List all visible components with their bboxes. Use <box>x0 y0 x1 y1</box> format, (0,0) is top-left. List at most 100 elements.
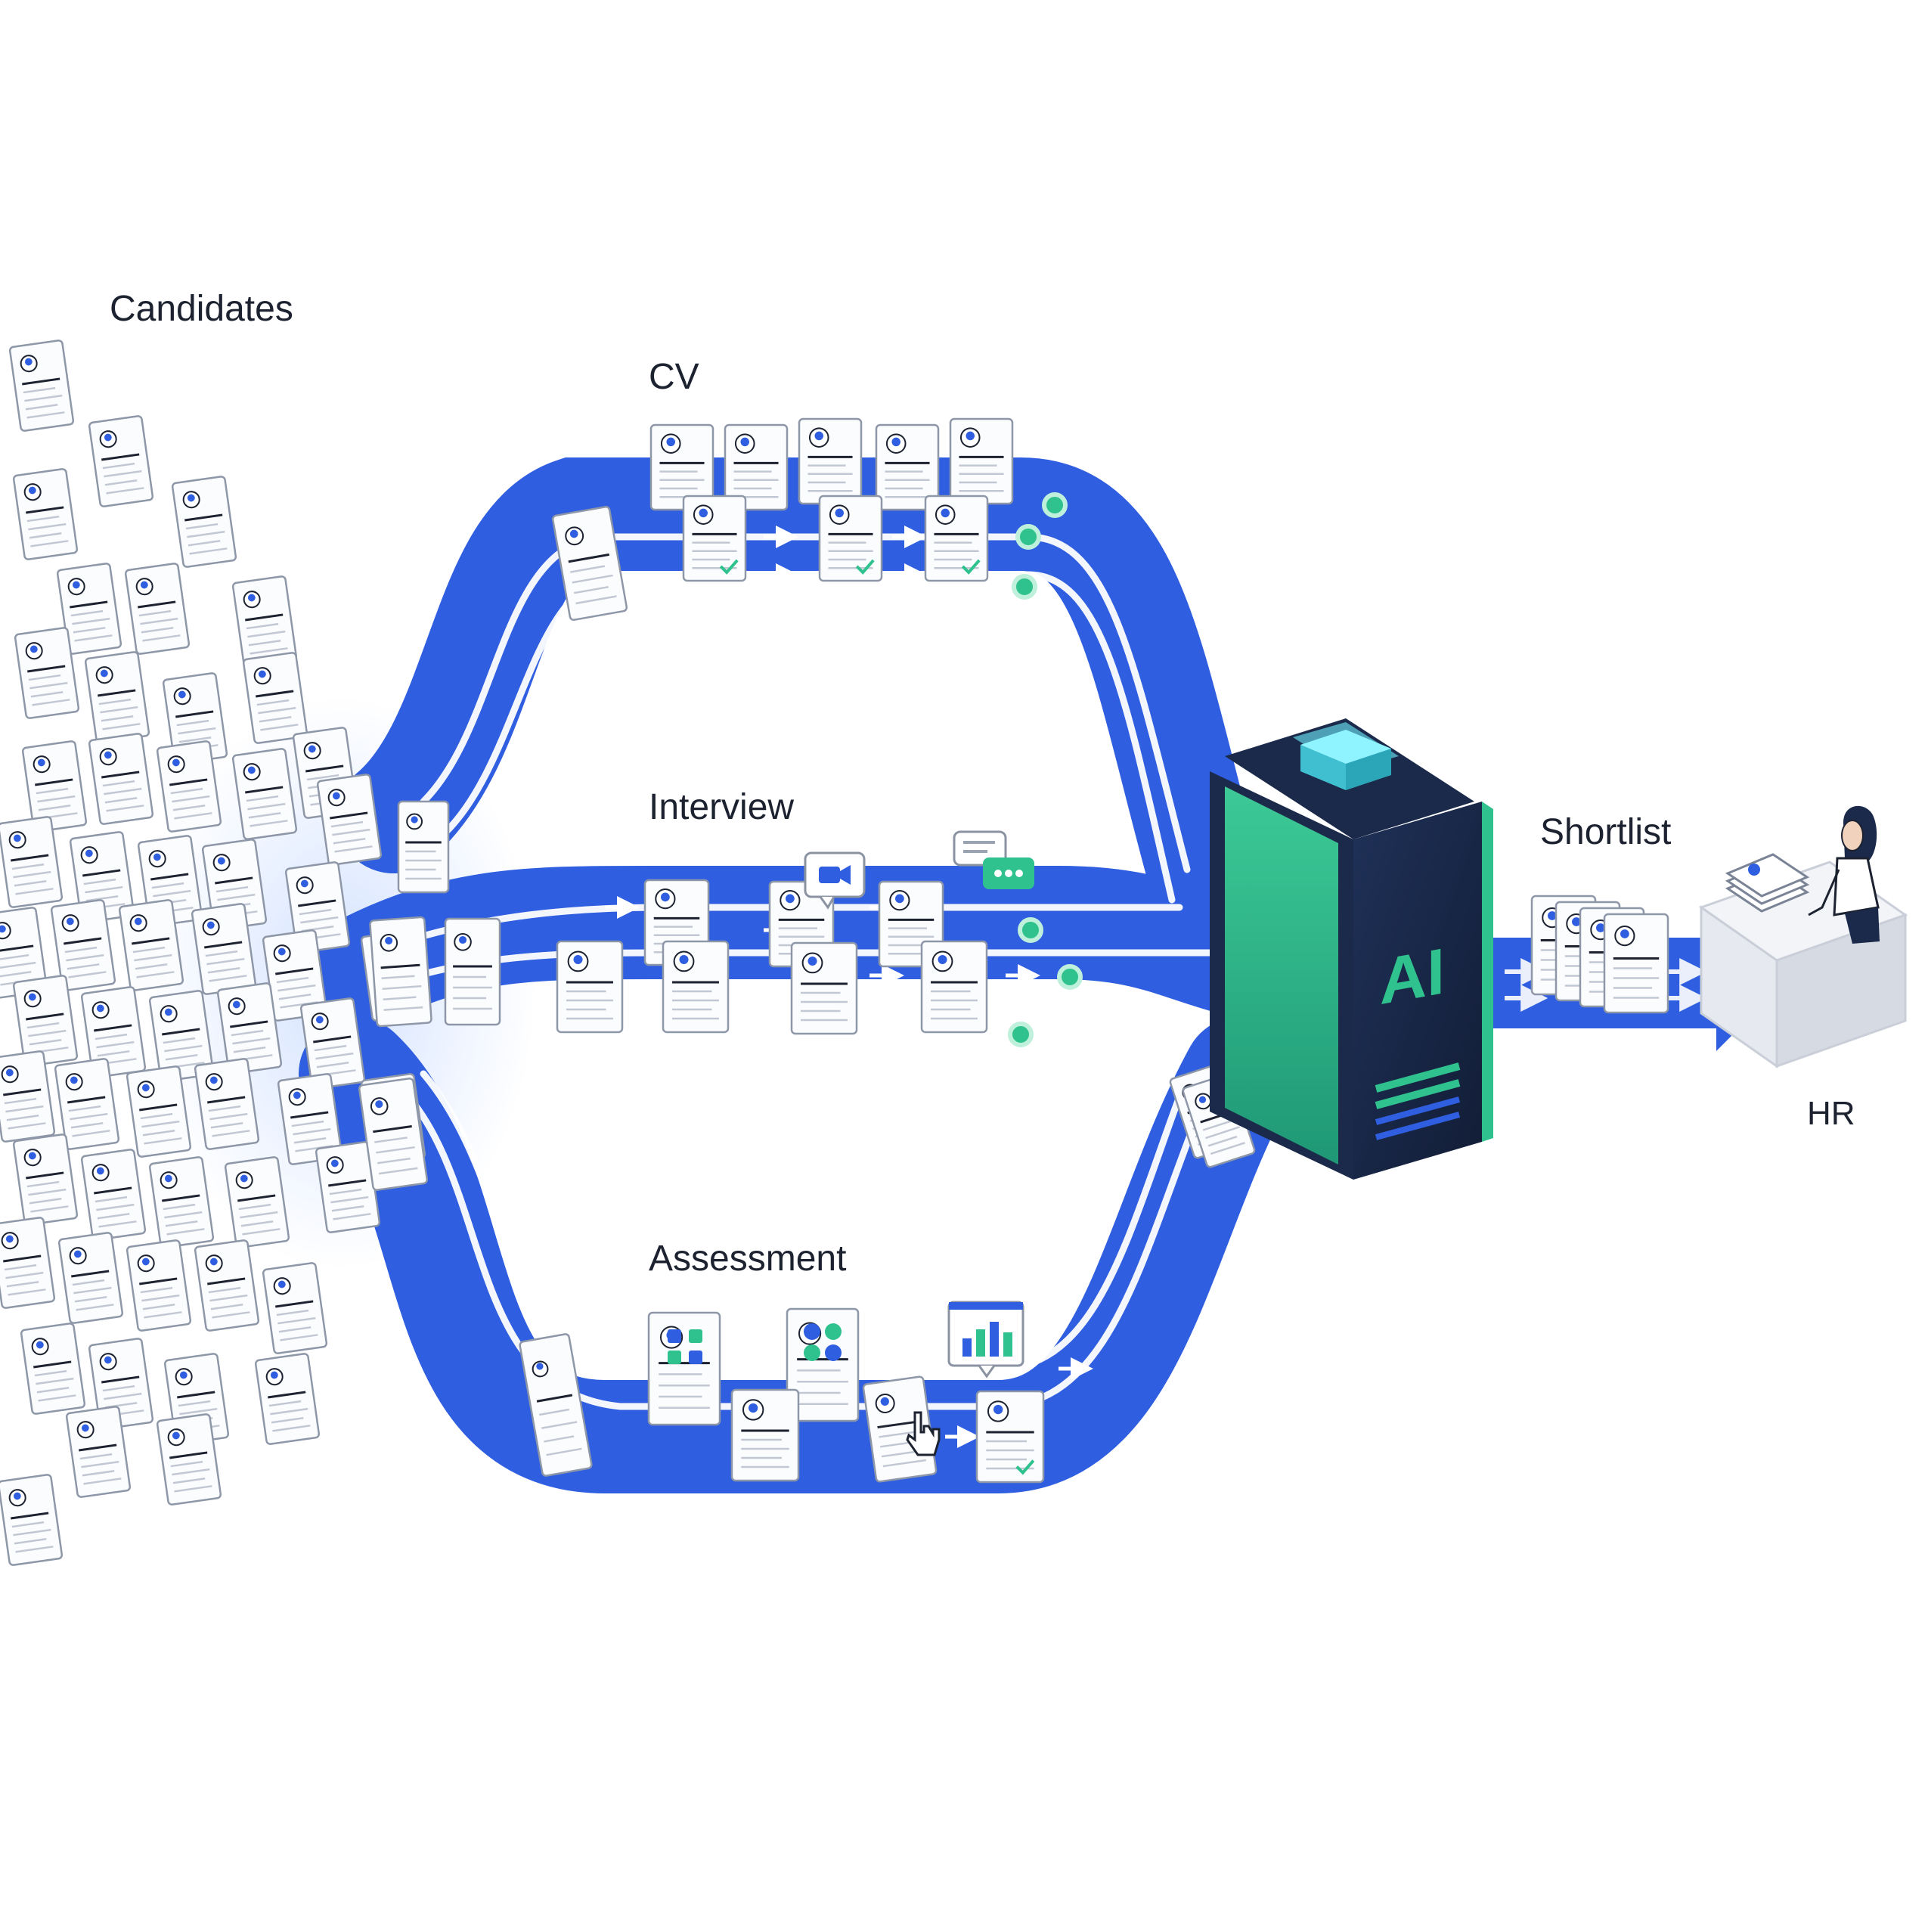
resume-icon <box>12 975 79 1067</box>
resume-icon <box>12 1133 79 1226</box>
resume-icon <box>649 423 714 511</box>
resume-icon <box>171 476 237 568</box>
chat-bubble-icon <box>953 830 1034 889</box>
resume-icon <box>88 415 154 507</box>
resume-icon <box>0 1217 56 1309</box>
resume-icon <box>724 423 789 511</box>
resume-icon <box>156 740 222 833</box>
resume-icon <box>556 940 624 1034</box>
resume-icon <box>254 1353 321 1445</box>
resume-icon <box>231 575 298 668</box>
resume-icon <box>818 495 883 582</box>
resume-icon <box>69 831 135 923</box>
resume-icon <box>316 774 383 866</box>
resume-icon <box>277 1073 343 1165</box>
resume-icon <box>519 1333 593 1477</box>
resume-icon <box>50 899 116 991</box>
resume-icon <box>662 940 730 1034</box>
stage-labels: Candidates CV Interview Assessment Short… <box>110 289 1855 1279</box>
resume-icon <box>88 733 154 825</box>
resume-icon <box>231 748 298 840</box>
resume-icon <box>20 1323 86 1415</box>
resume-icon <box>57 1232 124 1324</box>
status-node <box>1018 917 1043 943</box>
resume-icon <box>0 907 48 999</box>
flowchart-icon <box>804 1323 842 1361</box>
resume-icon <box>194 1239 260 1332</box>
resume-icon <box>126 1065 192 1158</box>
resume-cards <box>0 340 1669 1566</box>
flowchart-icon <box>668 1329 702 1364</box>
resume-icon <box>682 495 747 582</box>
resume-icon <box>920 940 988 1034</box>
assessment-flow-band <box>299 1017 1297 1493</box>
status-node <box>1012 574 1037 600</box>
resume-icon <box>875 423 940 511</box>
resume-icon <box>148 990 215 1082</box>
resume-icon <box>551 506 628 621</box>
resume-icon <box>262 1262 328 1354</box>
resume-icon <box>124 563 191 655</box>
resume-icon <box>949 417 1014 505</box>
resume-icon <box>647 1311 721 1426</box>
cv-label: CV <box>649 357 699 397</box>
resume-icon <box>126 1239 192 1332</box>
assessment-icons <box>906 1301 1024 1456</box>
resume-icon <box>299 997 366 1090</box>
resume-icon <box>284 861 351 954</box>
resume-icon <box>148 1156 215 1248</box>
resume-icon <box>88 1338 154 1430</box>
resume-icon <box>242 652 308 744</box>
interview-icons <box>804 830 1034 910</box>
resume-icon <box>191 903 257 995</box>
status-node <box>1008 1022 1034 1047</box>
resume-icon <box>790 941 858 1035</box>
resume-icon <box>1603 913 1669 1014</box>
resume-icon <box>84 651 150 743</box>
hr-person-icon <box>1808 805 1880 944</box>
candidates-label: Candidates <box>110 289 293 329</box>
resume-icon <box>358 1078 428 1191</box>
resume-icon <box>162 672 228 764</box>
resume-icon <box>224 1156 290 1248</box>
resume-icon <box>0 1050 56 1143</box>
resume-icon <box>216 982 283 1075</box>
resume-icon <box>194 1058 260 1150</box>
shortlist-label: Shortlist <box>1540 812 1671 852</box>
resume-icon <box>8 340 75 432</box>
resume-icon <box>924 495 989 582</box>
status-node <box>1042 492 1068 518</box>
ai-label: AI <box>1380 935 1445 1019</box>
resume-icon <box>262 929 328 1022</box>
resume-icon <box>975 1390 1045 1484</box>
interview-label: Interview <box>649 787 794 827</box>
resume-stack <box>1725 853 1810 913</box>
resume-icon <box>444 917 501 1026</box>
resume-icon <box>12 468 79 560</box>
resume-icon <box>0 816 64 908</box>
bar-chart-icon <box>947 1301 1024 1378</box>
flow-bands <box>299 457 1297 1493</box>
status-node <box>1057 964 1083 990</box>
video-call-icon <box>804 851 866 910</box>
resume-icon <box>156 1413 222 1506</box>
resume-icon <box>786 1307 860 1422</box>
resume-icon <box>21 740 88 833</box>
resume-icon <box>0 1474 64 1566</box>
cursor-hand-icon <box>906 1411 941 1456</box>
resume-icon <box>730 1388 800 1482</box>
resume-icon <box>80 986 147 1078</box>
resume-icon <box>315 1141 381 1233</box>
cv-flow-band <box>336 457 1266 949</box>
resume-icon <box>397 800 450 894</box>
ai-server: AI <box>1210 718 1493 1180</box>
resume-icon <box>65 1406 132 1498</box>
resume-icon <box>54 1058 120 1150</box>
resume-icon <box>118 899 184 991</box>
resume-icon <box>80 1149 147 1241</box>
interview-flow-band <box>299 866 1297 1032</box>
resume-icon <box>798 417 863 505</box>
status-node <box>1015 524 1041 550</box>
